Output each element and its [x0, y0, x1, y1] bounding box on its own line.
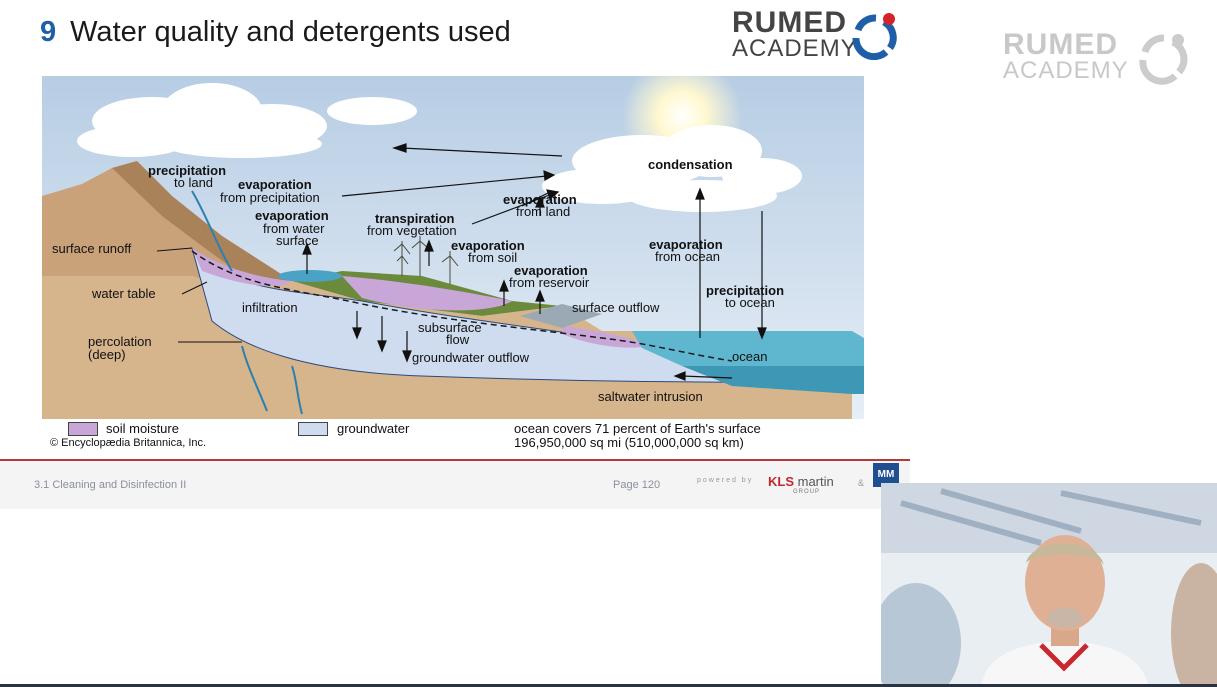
ocean-surface — [632, 331, 864, 366]
ocean-body — [682, 366, 864, 394]
martin-text: martin — [797, 474, 834, 489]
label-precipitation-to-land: precipitation — [148, 163, 226, 178]
water-table-line — [191, 250, 733, 362]
legend-ocean-area: 196,950,000 sq mi (510,000,000 sq km) — [514, 435, 744, 450]
slide-footer: 3.1 Cleaning and Disinfection II Page 12… — [0, 461, 910, 509]
label-ocean: ocean — [732, 349, 767, 364]
watermark-line1: RUMED — [1003, 28, 1118, 61]
percolation-stream — [241, 345, 268, 412]
ceiling-lights — [900, 488, 1202, 546]
presenter-face — [1025, 535, 1105, 631]
leader-water-table — [181, 281, 208, 295]
arrows — [302, 143, 767, 381]
label-precipitation-to-land-2: to land — [174, 175, 213, 190]
label-evap-soil: evaporation — [451, 238, 525, 253]
label-evap-water: evaporation — [255, 208, 329, 223]
label-evap-precip-2: from precipitation — [220, 190, 320, 205]
label-precip-ocean-2: to ocean — [725, 295, 775, 310]
water-cycle-diagram: precipitation to land evaporation from p… — [42, 56, 864, 419]
reservoir-dam — [520, 304, 602, 328]
label-evap-ocean: evaporation — [649, 237, 723, 252]
slide-title: 9 Water quality and detergents used — [40, 16, 511, 49]
label-evap-reservoir: evaporation — [514, 263, 588, 278]
logo-line2: ACADEMY — [732, 35, 858, 62]
percolation-stream-2 — [291, 365, 303, 415]
label-precip-ocean: precipitation — [706, 283, 784, 298]
footer-section: 3.1 Cleaning and Disinfection II — [34, 479, 187, 491]
trees — [393, 236, 459, 284]
label-evap-precip: evaporation — [238, 177, 312, 192]
footer-ampersand: & — [858, 478, 865, 488]
legend-swatch-groundwater — [298, 422, 328, 436]
kls-text: KLS — [768, 474, 794, 489]
rumed-academy-watermark: RUMED ACADEMY — [1003, 28, 1129, 84]
cloud-left — [77, 83, 417, 158]
lake — [278, 270, 342, 282]
diagram-copyright: © Encyclopædia Britannica, Inc. — [50, 437, 207, 449]
label-saltwater-intrusion: saltwater intrusion — [598, 389, 703, 404]
footer-divider — [0, 459, 910, 461]
mountain-ridge — [112, 161, 292, 286]
label-evap-land: evaporation — [503, 192, 577, 207]
watermark-ring-icon — [1139, 34, 1188, 85]
logo-ring-icon — [852, 13, 897, 60]
shirt-collar — [1039, 643, 1089, 672]
label-evap-land-2: from land — [516, 204, 570, 219]
surface-runoff-stream — [191, 190, 233, 272]
soil-moisture-3 — [562, 326, 652, 348]
legend-groundwater: groundwater — [337, 421, 410, 436]
cloud-right — [542, 125, 802, 212]
label-water-table: water table — [91, 286, 156, 301]
label-evap-water-2: from water — [263, 221, 325, 236]
label-percolation: percolation — [88, 334, 152, 349]
blurred-object-right — [1171, 563, 1217, 687]
label-surface-runoff: surface runoff — [52, 241, 132, 256]
legend-ocean-note: ocean covers 71 percent of Earth's surfa… — [514, 421, 761, 436]
soil-moisture-2 — [342, 276, 512, 311]
slide-title-text: Water quality and detergents used — [70, 16, 511, 48]
label-surface-outflow: surface outflow — [572, 300, 660, 315]
logo-line1: RUMED — [732, 6, 847, 39]
slide: 9 Water quality and detergents used RUMED… — [0, 6, 910, 509]
slide-number: 9 — [40, 16, 57, 48]
label-subsurface-2: flow — [446, 332, 470, 347]
label-groundwater-outflow: groundwater outflow — [412, 350, 530, 365]
label-transpiration: transpiration — [375, 211, 455, 226]
label-evap-reservoir-2: from reservoir — [509, 275, 590, 290]
label-condensation: condensation — [648, 157, 733, 172]
screen-bottom-bar — [0, 684, 1217, 687]
kls-martin-logo: KLS martin — [768, 474, 834, 489]
blurred-object-left — [881, 583, 961, 687]
label-infiltration: infiltration — [242, 300, 298, 315]
watermark-line2: ACADEMY — [1003, 57, 1129, 84]
presenter-hair — [1026, 543, 1104, 565]
label-evap-ocean-2: from ocean — [655, 249, 720, 264]
leader-surface-runoff — [156, 247, 193, 252]
diagram-legend: soil moisture groundwater ocean covers 7… — [42, 420, 882, 454]
legend-swatch-soil-moisture — [68, 422, 98, 436]
presenter-video-feed[interactable] — [881, 483, 1217, 687]
footer-powered-by: powered by — [697, 477, 754, 484]
label-subsurface: subsurface — [418, 320, 482, 335]
label-evap-soil-2: from soil — [468, 250, 517, 265]
presenter-beard — [1047, 608, 1083, 628]
label-transpiration-2: from vegetation — [367, 223, 457, 238]
label-percolation-2: (deep) — [88, 347, 126, 362]
label-evap-water-3: surface — [276, 233, 319, 248]
footer-page-number: Page 120 — [613, 479, 661, 491]
legend-soil-moisture: soil moisture — [106, 421, 179, 436]
soil-moisture-1 — [192, 248, 292, 287]
rumed-academy-logo: RUMED ACADEMY — [732, 6, 858, 62]
kls-group-text: GROUP — [793, 489, 821, 495]
